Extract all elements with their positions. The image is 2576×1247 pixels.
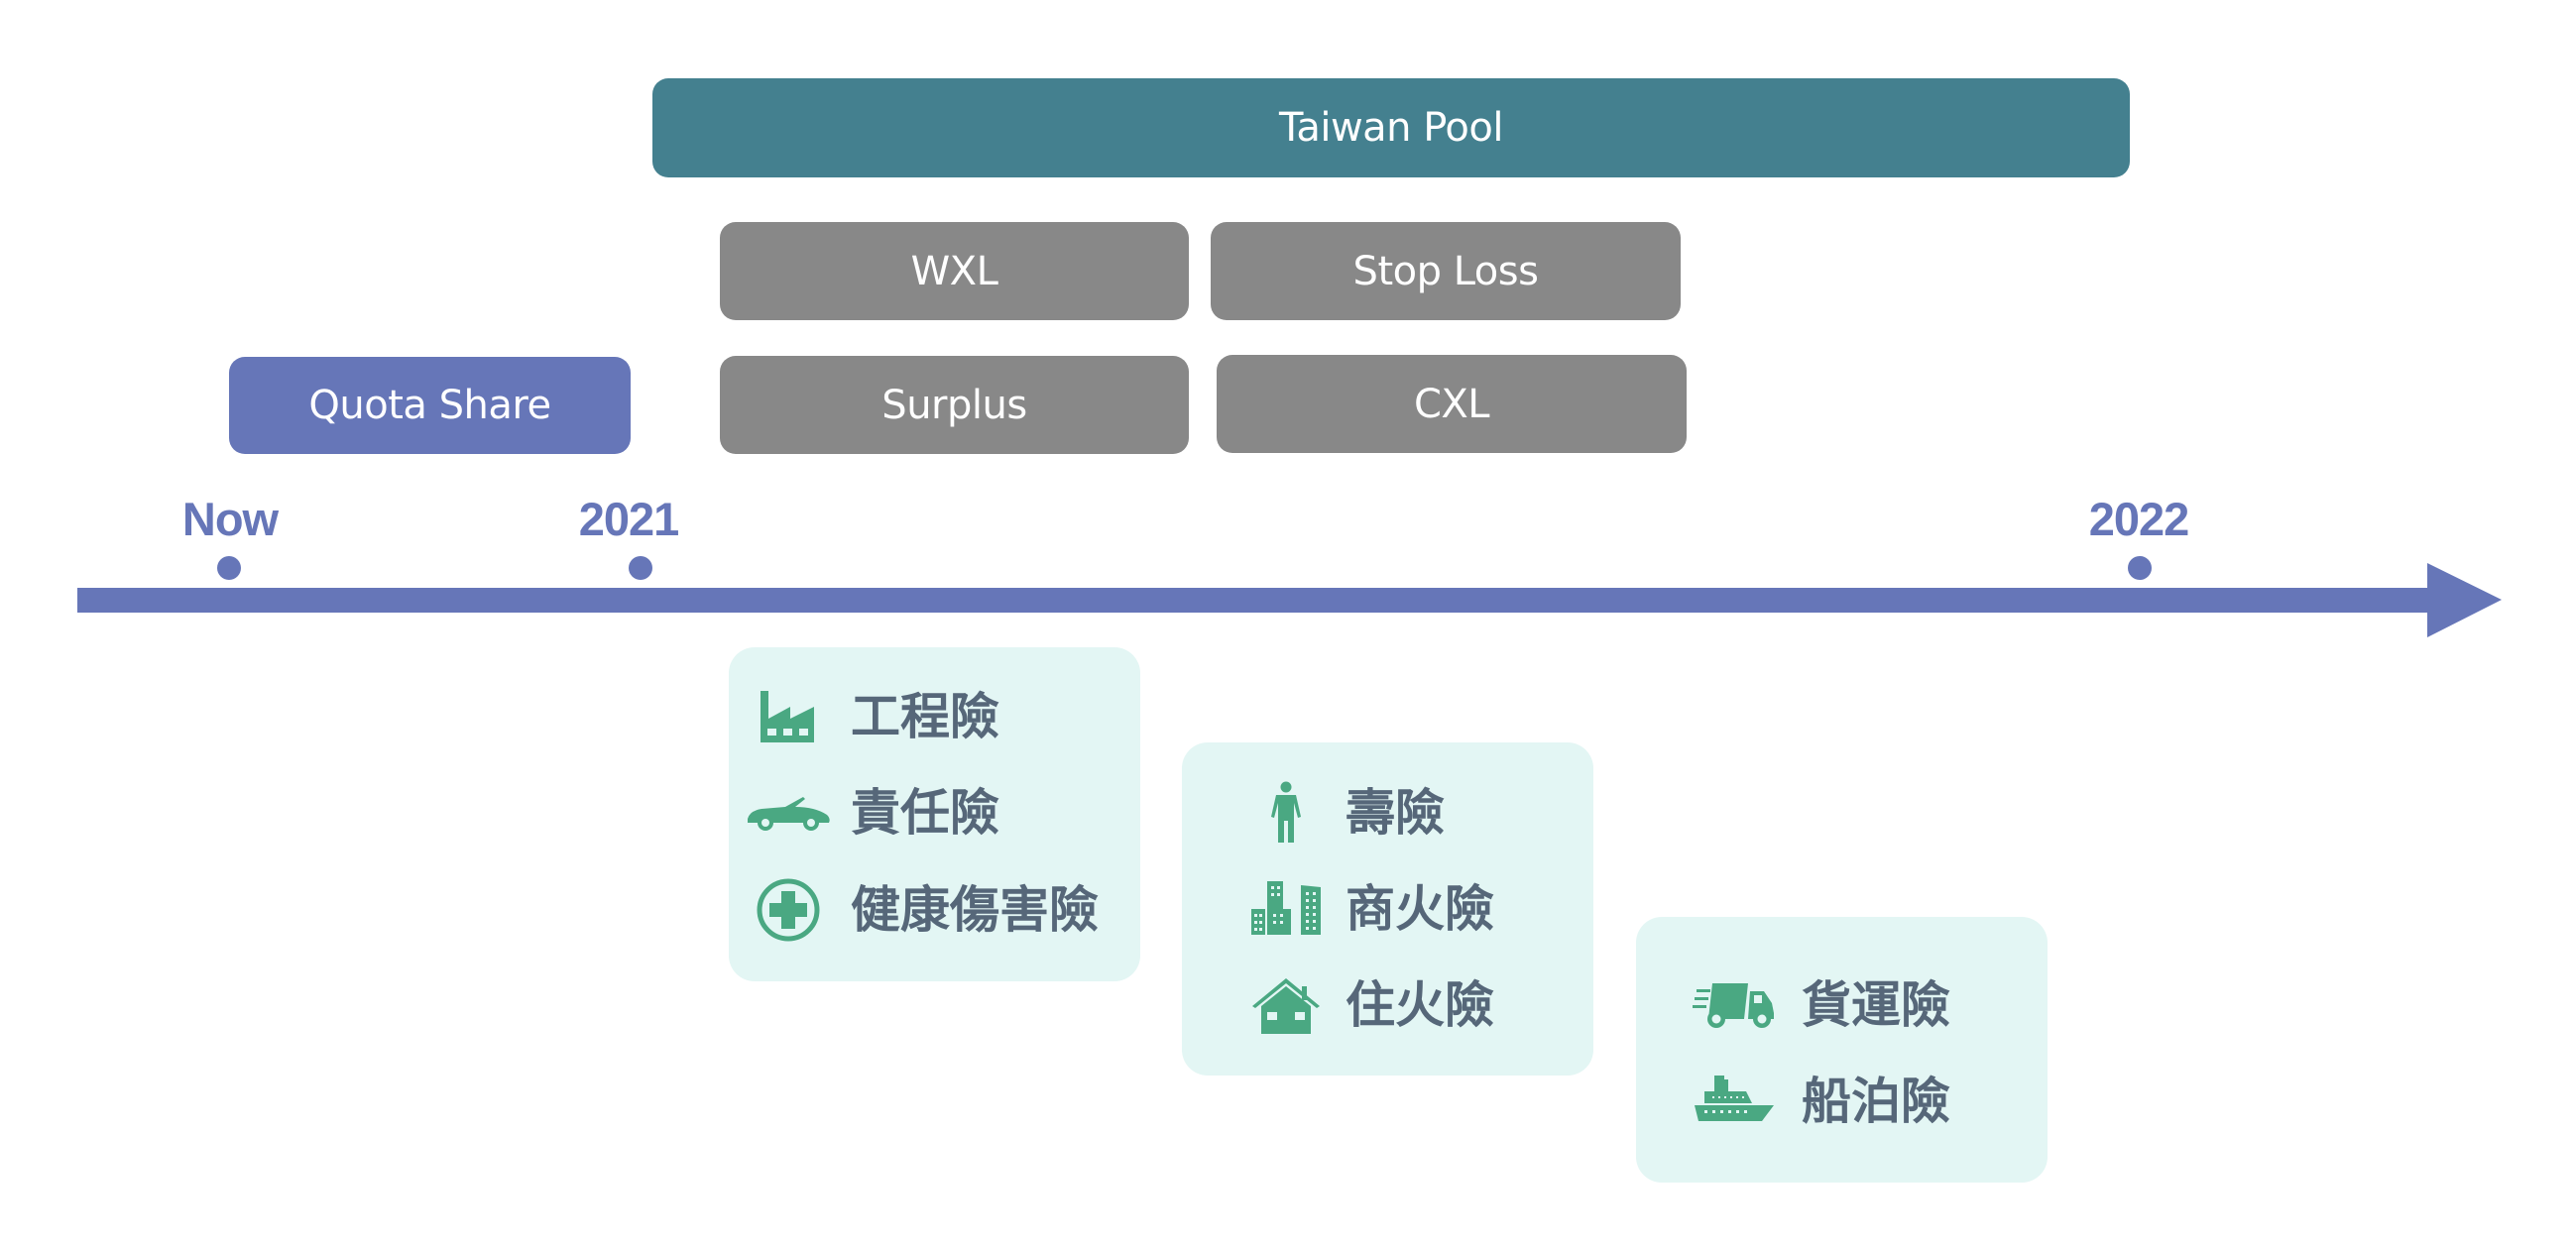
timeline-arrow	[77, 563, 2502, 637]
wxl-bar: WXL	[720, 222, 1189, 320]
marker-label-2021: 2021	[578, 493, 680, 545]
taiwan-pool-bar: Taiwan Pool	[652, 78, 2130, 177]
quota-share-bar: Quota Share	[229, 357, 631, 454]
stop-loss-label: Stop Loss	[1352, 248, 1539, 294]
list-item: 商火險	[1241, 881, 1494, 937]
marker-dot-now	[217, 556, 241, 580]
marker-dot-2021	[629, 556, 652, 580]
medical-cross-icon	[744, 878, 833, 942]
stop-loss-bar: Stop Loss	[1211, 222, 1681, 320]
list-item: 壽險	[1241, 781, 1445, 843]
list-item: 健康傷害險	[744, 878, 1099, 942]
list-item: 工程險	[744, 689, 999, 744]
list-item: 住火險	[1241, 976, 1494, 1034]
truck-icon	[1691, 977, 1780, 1033]
coverage-label: 工程險	[851, 688, 999, 745]
buildings-icon	[1241, 881, 1331, 937]
surplus-label: Surplus	[881, 382, 1027, 428]
factory-icon	[744, 689, 833, 744]
coverage-panel-3	[1636, 917, 2048, 1183]
coverage-label: 健康傷害險	[851, 881, 1099, 939]
timeline-shaft	[77, 588, 2429, 613]
house-icon	[1241, 977, 1331, 1034]
list-item: 船泊險	[1691, 1074, 1950, 1129]
timeline-arrowhead	[2427, 563, 2502, 637]
coverage-label: 住火險	[1346, 976, 1494, 1034]
coverage-label: 貨運險	[1802, 976, 1950, 1034]
list-item: 責任險	[744, 785, 999, 841]
coverage-label: 船泊險	[1802, 1073, 1950, 1130]
surplus-bar: Surplus	[720, 356, 1189, 454]
list-item: 貨運險	[1691, 977, 1950, 1033]
coverage-label: 商火險	[1346, 880, 1494, 938]
coverage-label: 壽險	[1346, 784, 1445, 842]
cxl-bar: CXL	[1217, 355, 1687, 453]
marker-label-2022: 2022	[2088, 493, 2190, 545]
person-icon	[1241, 781, 1331, 843]
coverage-panel-2	[1182, 742, 1593, 1076]
wxl-label: WXL	[910, 248, 998, 294]
car-icon	[744, 785, 833, 841]
taiwan-pool-label: Taiwan Pool	[1279, 105, 1503, 151]
marker-label-now: Now	[181, 493, 279, 545]
cxl-label: CXL	[1413, 381, 1490, 427]
ship-icon	[1691, 1074, 1780, 1129]
quota-share-label: Quota Share	[308, 383, 551, 428]
coverage-label: 責任險	[851, 784, 999, 842]
marker-dot-2022	[2128, 556, 2152, 580]
